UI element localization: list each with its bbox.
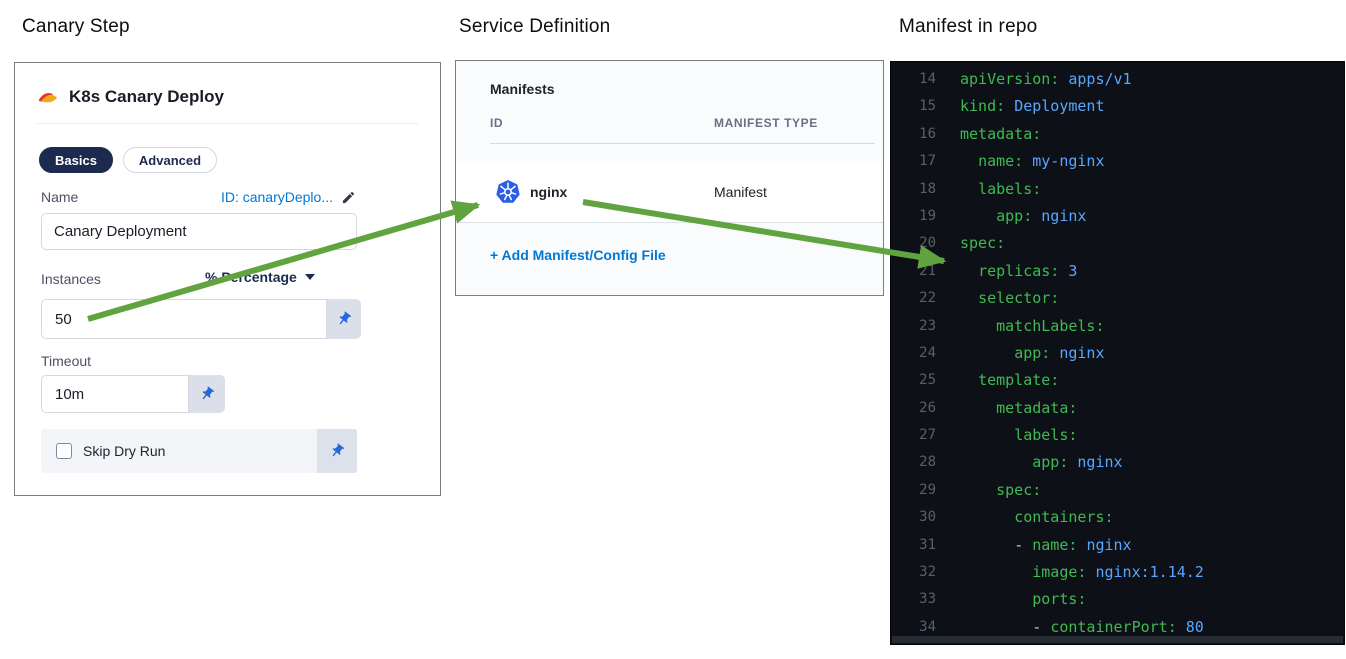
add-manifest-link[interactable]: + Add Manifest/Config File [490, 247, 666, 263]
edit-pencil-icon[interactable] [341, 190, 356, 205]
step-id-link[interactable]: ID: canaryDeplo... [220, 189, 333, 205]
pin-icon [202, 386, 214, 400]
code-line-30: 30 containers: [919, 508, 1114, 527]
code-line-26: 26 metadata: [919, 398, 1078, 417]
name-input[interactable] [41, 213, 357, 250]
step-heading: K8s Canary Deploy [37, 87, 224, 107]
column-header-id: ID [490, 116, 504, 130]
manifests-panel: Manifests ID MANIFEST TYPE nginx Manifes… [455, 60, 884, 296]
timeout-input[interactable] [41, 375, 189, 413]
canary-bird-icon [37, 87, 59, 107]
canary-step-title: Canary Step [22, 16, 130, 37]
manifest-type: Manifest [714, 183, 767, 200]
code-line-32: 32 image: nginx:1.14.2 [919, 563, 1204, 582]
code-line-18: 18 labels: [919, 179, 1042, 198]
name-label: Name [41, 189, 79, 205]
table-header-divider [490, 143, 875, 144]
manifest-in-repo-title: Manifest in repo [899, 16, 1038, 37]
code-line-27: 27 labels: [919, 426, 1078, 445]
chevron-down-icon [304, 274, 315, 280]
timeout-pin-button[interactable] [189, 375, 225, 413]
manifest-id: nginx [530, 183, 568, 200]
code-line-24: 24 app: nginx [919, 343, 1105, 362]
code-line-21: 21 replicas: 3 [919, 261, 1078, 280]
code-line-29: 29 spec: [919, 480, 1042, 499]
timeout-input-group [41, 375, 225, 413]
kubernetes-icon [495, 179, 521, 210]
instances-input[interactable] [41, 299, 327, 339]
code-line-22: 22 selector: [919, 289, 1060, 308]
skip-dry-run-checkbox[interactable] [56, 443, 72, 459]
code-line-34: 34 - containerPort: 80 [919, 617, 1204, 636]
skip-dry-run-row: Skip Dry Run [41, 429, 357, 473]
horizontal-scrollbar[interactable] [892, 636, 1343, 643]
skip-dry-run-label: Skip Dry Run [83, 443, 166, 459]
manifest-row-nginx[interactable]: nginx Manifest [456, 161, 883, 223]
canary-step-panel: K8s Canary Deploy Basics Advanced Name I… [14, 62, 441, 496]
step-heading-text: K8s Canary Deploy [69, 87, 224, 106]
skip-dry-run-pin-button[interactable] [317, 429, 357, 473]
timeout-label: Timeout [41, 353, 92, 369]
instances-unit-value: % Percentage [205, 269, 297, 285]
step-id-row: ID: canaryDeplo... [221, 189, 356, 205]
code-line-23: 23 matchLabels: [919, 316, 1105, 335]
code-line-25: 25 template: [919, 371, 1060, 390]
step-tabs: Basics Advanced [39, 147, 218, 173]
tab-basics[interactable]: Basics [39, 147, 113, 173]
instances-input-group [41, 299, 361, 339]
heading-divider [37, 123, 418, 124]
instances-unit-dropdown[interactable]: % Percentage [205, 269, 315, 285]
code-line-17: 17 name: my-nginx [919, 152, 1105, 171]
column-header-manifest-type: MANIFEST TYPE [714, 116, 818, 130]
instances-pin-button[interactable] [327, 299, 361, 339]
manifests-heading: Manifests [490, 81, 555, 97]
pin-icon [339, 311, 351, 325]
code-line-31: 31 - name: nginx [919, 535, 1132, 554]
code-line-33: 33 ports: [919, 590, 1087, 609]
code-line-28: 28 app: nginx [919, 453, 1123, 472]
code-line-19: 19 app: nginx [919, 206, 1087, 225]
tab-advanced[interactable]: Advanced [122, 147, 218, 173]
pin-icon [332, 443, 344, 457]
instances-label: Instances [41, 271, 101, 287]
service-definition-title: Service Definition [459, 16, 611, 37]
